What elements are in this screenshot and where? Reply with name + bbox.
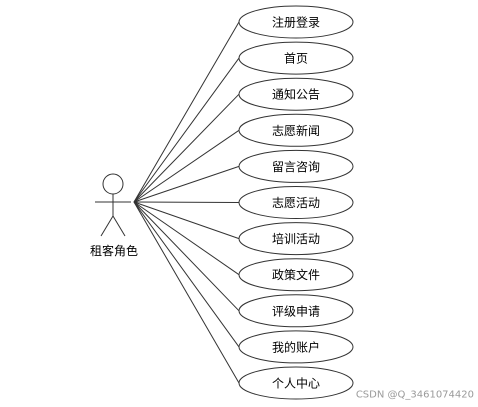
use-case: 我的账户 — [238, 330, 354, 364]
use-case-ellipse — [238, 330, 354, 364]
actor-label: 租客角色 — [90, 243, 138, 258]
use-case-ellipse — [238, 77, 354, 111]
use-case-ellipse — [238, 41, 354, 75]
use-case-label: 志愿活动 — [272, 196, 320, 210]
use-case: 评级申请 — [238, 294, 354, 328]
association-line — [133, 165, 240, 203]
use-case-label: 志愿新闻 — [272, 123, 320, 138]
use-case-label: 我的账户 — [272, 339, 320, 354]
actor-head — [102, 173, 124, 195]
use-cases: 注册登录首页通知公告志愿新闻留言咨询志愿活动培训活动政策文件评级申请我的账户个人… — [238, 5, 354, 400]
use-case: 志愿活动 — [238, 186, 354, 219]
use-case-ellipse — [238, 149, 354, 183]
use-case-ellipse — [238, 258, 354, 292]
use-case-label: 政策文件 — [272, 267, 320, 282]
use-case-label: 评级申请 — [272, 304, 320, 318]
association-line — [133, 201, 240, 276]
association-lines — [133, 21, 240, 384]
use-case: 志愿新闻 — [238, 113, 354, 147]
watermark-text: CSDN @Q_3461074420 — [356, 390, 474, 401]
use-case-label: 通知公告 — [272, 88, 320, 102]
actor-right-leg — [112, 215, 126, 237]
use-case: 培训活动 — [238, 222, 354, 256]
use-case-ellipse — [238, 222, 354, 256]
use-case-ellipse — [238, 366, 354, 400]
association-line — [133, 129, 240, 203]
actor: 租客角色 — [90, 173, 138, 258]
use-case-label: 首页 — [284, 52, 308, 66]
use-case: 注册登录 — [238, 5, 354, 39]
use-case-ellipse — [238, 5, 354, 39]
use-case-label: 留言咨询 — [272, 159, 320, 174]
use-case: 政策文件 — [238, 258, 354, 292]
use-case-label: 注册登录 — [272, 15, 320, 30]
use-case-label: 个人中心 — [272, 376, 320, 391]
use-case: 通知公告 — [238, 77, 354, 111]
use-case-ellipse — [238, 186, 354, 219]
association-line — [133, 57, 240, 203]
association-line — [133, 201, 240, 384]
association-line — [133, 201, 240, 240]
association-line — [133, 201, 240, 312]
association-line — [133, 201, 240, 348]
use-case: 首页 — [238, 41, 354, 75]
association-line — [133, 93, 240, 203]
association-line — [133, 201, 240, 203]
actor-left-leg — [100, 215, 114, 237]
use-case-label: 培训活动 — [272, 231, 320, 246]
use-case-ellipse — [238, 294, 354, 328]
use-case: 个人中心 — [238, 366, 354, 400]
association-line — [133, 21, 240, 203]
use-case: 留言咨询 — [238, 149, 354, 183]
use-case-ellipse — [238, 113, 354, 147]
